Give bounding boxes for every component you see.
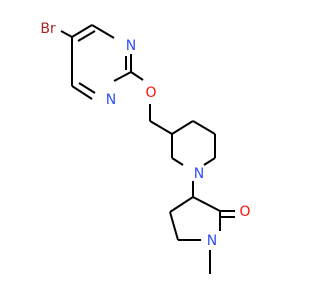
bond-pip-c6-n xyxy=(203,157,216,166)
bond-pyr2-c3-c4 xyxy=(169,196,194,213)
bond-pyr-c4-c5 xyxy=(71,24,93,38)
bond-c-br xyxy=(60,30,73,38)
bond-c2-o xyxy=(130,71,144,81)
bond-pip-c4-c5 xyxy=(192,120,216,135)
bond-pyr2-c2-c3 xyxy=(192,196,221,212)
bond-pyr-c6-n1 xyxy=(71,85,93,100)
atom-nitrogen-piperidine: N xyxy=(194,166,204,182)
bond-pyr-c4-n3 xyxy=(91,24,115,39)
atom-oxygen-carbonyl: O xyxy=(239,204,250,220)
atom-nitrogen-pyrimidine-top: N xyxy=(126,38,136,54)
atom-nitrogen-pyrimidine-bottom: N xyxy=(106,92,116,108)
bond-pyr-c4-c5-inner xyxy=(77,30,96,42)
atom-nitrogen-lactam: N xyxy=(207,233,217,249)
bond-ch2-c3 xyxy=(149,120,173,135)
bond-pyr-c2-n1 xyxy=(113,71,132,82)
atom-bromine: Br xyxy=(40,21,56,37)
bond-pip-c3-c4 xyxy=(171,120,194,135)
bond-pyr-c6-n1-inner xyxy=(78,82,96,94)
atom-labels: Br N N O N O N xyxy=(40,21,250,249)
atom-oxygen-ether: O xyxy=(145,85,156,101)
molecule-structure: Br N N O N O N xyxy=(40,21,251,274)
bond-pip-n-c2 xyxy=(171,157,184,166)
bonds xyxy=(60,24,235,274)
bond-pyr2-c4-c5 xyxy=(169,211,179,241)
